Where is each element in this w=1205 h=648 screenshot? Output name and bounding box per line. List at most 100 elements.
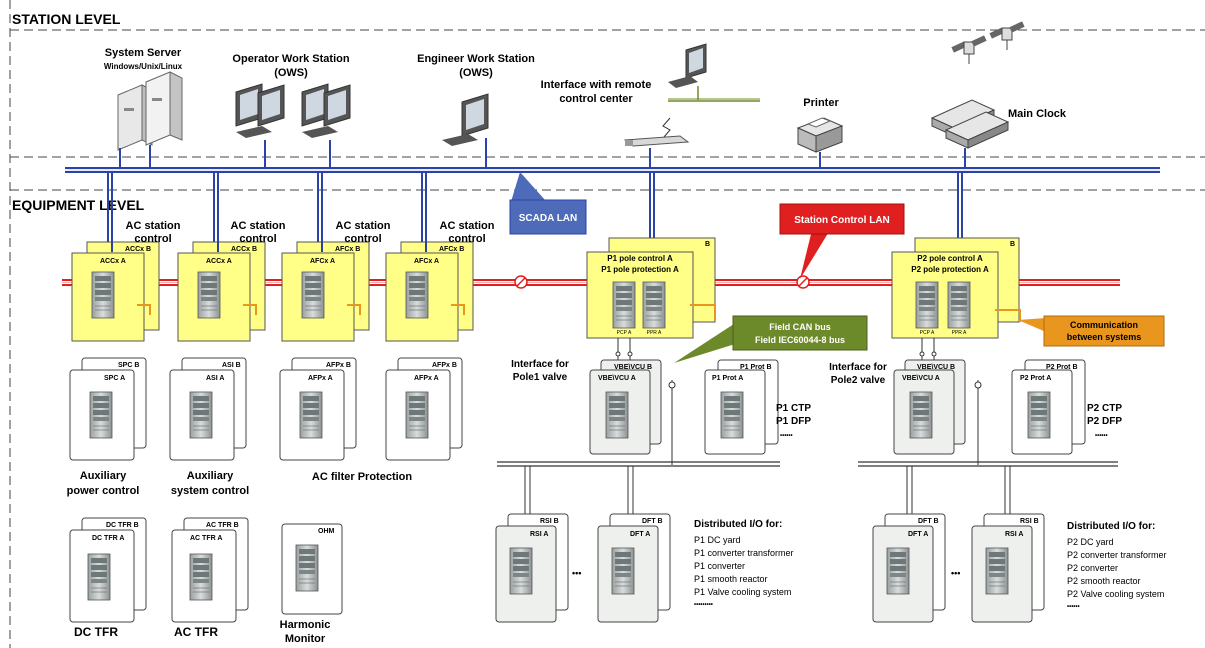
rack-front-label: DFT A (908, 531, 928, 538)
monitor-icon (235, 83, 285, 138)
aux-power-label: power control (67, 485, 140, 497)
comm-label-1: Communication (1070, 320, 1138, 330)
pole2-valve-label: Pole2 valve (831, 375, 886, 386)
vbe-front-label: VBE\VCU A (598, 375, 636, 382)
rack-back-label: RSI B (540, 518, 559, 525)
rack-back-label: RSI B (1020, 518, 1039, 525)
printer-icon (796, 117, 844, 153)
clock-device-icon (930, 99, 1010, 149)
rack-front-label: OHM (318, 528, 335, 535)
rack-front-label: AFCx A (310, 258, 335, 265)
ac-filter-label: AC filter Protection (312, 471, 413, 483)
ac-station-label: control (344, 233, 381, 245)
satellite-icon (951, 35, 987, 64)
pole1-protection-label: P1 pole protection A (601, 265, 679, 274)
rack-front-label: ACCx A (206, 258, 232, 265)
pole1-back-label: B (705, 241, 710, 248)
harmonic-label: Monitor (285, 633, 326, 645)
dio-item: P2 DC yard (1067, 537, 1114, 547)
dio-item: P2 smooth reactor (1067, 576, 1141, 586)
rack-front-label: ASI A (206, 375, 224, 382)
ac-station-control-group: ACCx B ACCx A ACCx B ACCx A AFCx B AFCx … (71, 172, 495, 342)
rack-front-label: DC TFR A (92, 535, 124, 542)
ac-station-label: AC station (126, 220, 181, 232)
p1-more: •••••• (780, 433, 793, 439)
ac-station-rack: ACCx B ACCx A (177, 172, 266, 342)
scada-lan-label: SCADA LAN (519, 213, 578, 224)
field-bus-label-2: Field IEC60044-8 bus (755, 335, 845, 345)
ac-tfr-label: AC TFR (174, 625, 218, 639)
pole2-control-rack: B P2 pole control A P2 pole protection A… (891, 172, 1021, 339)
pcp-label: PCP A (617, 330, 632, 336)
aux-system-label: Auxiliary (187, 470, 234, 482)
pole2-protection-label: P2 pole protection A (911, 265, 989, 274)
communication-callout: Communication between systems (1018, 315, 1165, 347)
remote-control-interface: Interface with remote control center (541, 43, 760, 168)
aux-system-label: system control (171, 485, 249, 497)
io-dots: ••• (572, 568, 581, 578)
recorder-racks: DC TFR B DC TFR A AC TFR B AC TFR A OHM … (69, 517, 343, 645)
ac-station-label: control (134, 233, 171, 245)
scada-lan-callout: SCADA LAN (509, 172, 587, 235)
dio-title: Distributed I/O for: (1067, 521, 1155, 532)
main-clock-label: Main Clock (1008, 108, 1067, 120)
remote-interface-line1: Interface with remote (541, 79, 652, 91)
dio-item: P1 converter (694, 561, 745, 571)
station-control-lan-label: Station Control LAN (794, 215, 890, 226)
p2-ctp-label: P2 CTP (1087, 403, 1122, 414)
main-clock: Main Clock (930, 21, 1067, 168)
satellite-icon (989, 21, 1025, 50)
printer: Printer (796, 97, 844, 168)
pole1-valve-label: Pole1 valve (513, 372, 568, 383)
station-control-lan-callout: Station Control LAN (779, 203, 905, 279)
harmonic-label: Harmonic (280, 619, 331, 631)
rack-front-label: AFPx A (308, 375, 333, 382)
dio-item: P1 smooth reactor (694, 574, 768, 584)
rack-front-label: RSI A (1005, 531, 1023, 538)
pcp-label: PCP A (920, 330, 935, 336)
dio-item: P2 Valve cooling system (1067, 589, 1164, 599)
pole1-control-label: P1 pole control A (607, 254, 673, 263)
rack-front-label: DFT A (630, 531, 650, 538)
dc-tfr-label: DC TFR (74, 625, 118, 639)
monitor-icon (301, 83, 351, 138)
scada-lan-bus (65, 167, 1160, 173)
router-icon (623, 135, 690, 147)
rack-back-label: AC TFR B (206, 522, 239, 529)
comm-label-2: between systems (1067, 332, 1142, 342)
field-bus-callout: Field CAN bus Field IEC60044-8 bus (674, 315, 868, 363)
rack-back-label: AFPx B (326, 362, 351, 369)
rack-back-label: DFT B (918, 518, 939, 525)
rack-back-label: ACCx B (125, 246, 151, 253)
ac-station-label: control (448, 233, 485, 245)
p1-ctp-label: P1 CTP (776, 403, 811, 414)
dio-item: P1 Valve cooling system (694, 587, 791, 597)
prot-back-label: P2 Prot B (1046, 364, 1078, 371)
pole1-valve-label: Interface for (511, 359, 569, 370)
vbe-back-label: VBE\VCU B (614, 364, 652, 371)
ac-station-rack: ACCx B ACCx A (71, 172, 160, 342)
p1-dfp-label: P1 DFP (776, 416, 811, 427)
dio-item: P1 DC yard (694, 535, 741, 545)
rack-front-label: RSI A (530, 531, 548, 538)
p2-more: •••••• (1095, 433, 1108, 439)
vbe-front-label: VBE\VCU A (902, 375, 940, 382)
system-server-label: System Server (105, 47, 182, 59)
ac-station-label: AC station (336, 220, 391, 232)
aux-power-label: Auxiliary (80, 470, 127, 482)
pole1-distributed-io: RSI B RSI A ••• DFT B DFT A Distributed … (495, 466, 794, 623)
rack-back-label: AFPx B (432, 362, 457, 369)
station-level-title: STATION LEVEL (12, 11, 121, 27)
dio-item: ••••••••• (694, 602, 713, 608)
ac-station-label: control (239, 233, 276, 245)
ews-subtitle: (OWS) (459, 67, 493, 79)
system-server: System Server Windows/Unix/Linux (104, 47, 183, 168)
ows-subtitle: (OWS) (274, 67, 308, 79)
ac-station-rack: AFCx B AFCx A (281, 172, 370, 342)
pole2-field-level: Interface for Pole2 valve VBE\VCU B VBE\… (829, 338, 1122, 467)
pole2-valve-label: Interface for (829, 362, 887, 373)
rack-front-label: ACCx A (100, 258, 126, 265)
pole1-control-rack: B P1 pole control A P1 pole protection A… (586, 172, 716, 339)
printer-label: Printer (803, 97, 839, 109)
